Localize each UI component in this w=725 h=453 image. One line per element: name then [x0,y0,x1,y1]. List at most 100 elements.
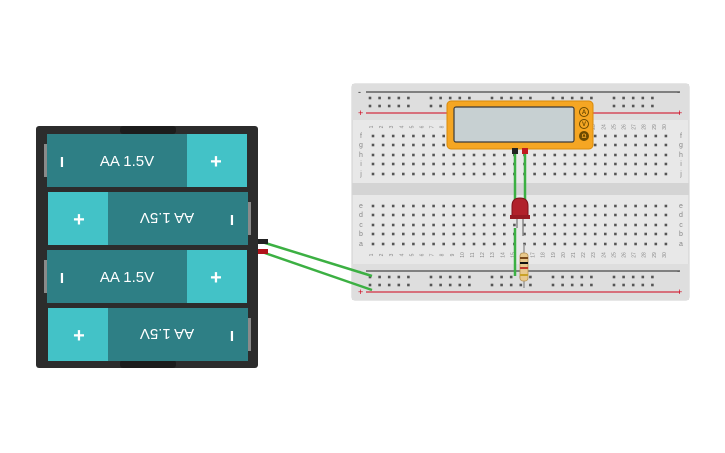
breadboard-hole[interactable] [553,213,557,217]
breadboard-hole[interactable] [612,96,616,100]
breadboard-hole[interactable] [583,242,587,246]
breadboard-hole[interactable] [624,213,627,217]
breadboard-hole[interactable] [492,223,496,227]
breadboard-hole[interactable] [654,153,658,157]
breadboard-hole[interactable] [407,104,410,108]
breadboard-hole[interactable] [472,242,476,246]
breadboard-hole[interactable] [664,204,668,208]
breadboard-hole[interactable] [563,213,567,217]
breadboard-hole[interactable] [561,283,564,287]
breadboard-hole[interactable] [412,242,415,246]
breadboard-hole[interactable] [614,162,617,166]
breadboard-hole[interactable] [533,232,536,236]
breadboard-hole[interactable] [563,223,567,227]
breadboard-hole[interactable] [439,104,442,108]
breadboard-hole[interactable] [462,213,466,217]
breadboard-hole[interactable] [482,242,486,246]
breadboard-hole[interactable] [641,275,645,279]
breadboard-hole[interactable] [593,242,597,246]
breadboard-hole[interactable] [553,153,557,157]
breadboard-hole[interactable] [422,204,425,208]
breadboard-hole[interactable] [368,275,372,279]
breadboard-hole[interactable] [490,275,494,279]
breadboard-hole[interactable] [492,213,496,217]
breadboard-hole[interactable] [490,96,494,100]
breadboard-hole[interactable] [634,232,637,236]
breadboard-hole[interactable] [371,242,375,246]
breadboard-hole[interactable] [422,223,425,227]
breadboard-hole[interactable] [412,134,415,138]
breadboard-hole[interactable] [422,232,425,236]
breadboard-hole[interactable] [634,223,637,227]
breadboard-hole[interactable] [381,143,385,147]
breadboard-hole[interactable] [407,96,410,100]
breadboard-hole[interactable] [412,213,415,217]
breadboard-hole[interactable] [604,134,607,138]
breadboard-hole[interactable] [391,232,395,236]
breadboard-hole[interactable] [622,275,625,279]
breadboard-hole[interactable] [533,242,536,246]
breadboard-hole[interactable] [664,134,668,138]
breadboard-hole[interactable] [634,162,637,166]
breadboard-hole[interactable] [604,162,607,166]
breadboard-hole[interactable] [561,96,564,100]
breadboard-hole[interactable] [622,96,625,100]
breadboard-hole[interactable] [580,96,584,100]
breadboard-hole[interactable] [533,172,536,176]
breadboard-hole[interactable] [381,162,385,166]
breadboard-hole[interactable] [654,232,658,236]
breadboard-hole[interactable] [634,153,637,157]
breadboard-hole[interactable] [523,232,526,236]
breadboard-hole[interactable] [614,153,617,157]
breadboard-hole[interactable] [533,213,536,217]
breadboard-hole[interactable] [622,104,625,108]
battery-cell[interactable]: I AA 1.5V + [44,250,247,303]
breadboard-hole[interactable] [654,172,658,176]
breadboard-hole[interactable] [391,162,395,166]
breadboard-hole[interactable] [543,223,546,227]
breadboard-hole[interactable] [422,153,425,157]
breadboard-hole[interactable] [452,162,456,166]
breadboard-hole[interactable] [371,204,375,208]
breadboard-hole[interactable] [543,172,546,176]
breadboard-hole[interactable] [429,96,433,100]
breadboard-hole[interactable] [391,143,395,147]
breadboard-hole[interactable] [614,143,617,147]
breadboard-hole[interactable] [654,204,658,208]
breadboard-hole[interactable] [439,283,442,287]
breadboard-hole[interactable] [604,242,607,246]
breadboard-hole[interactable] [381,242,385,246]
breadboard-hole[interactable] [664,223,668,227]
breadboard-hole[interactable] [644,232,647,236]
breadboard-hole[interactable] [391,213,395,217]
breadboard-hole[interactable] [452,204,456,208]
breadboard-hole[interactable] [664,242,668,246]
breadboard-hole[interactable] [651,96,654,100]
breadboard-hole[interactable] [442,172,445,176]
breadboard-hole[interactable] [533,162,536,166]
breadboard-hole[interactable] [604,172,607,176]
breadboard-hole[interactable] [458,275,462,279]
breadboard-hole[interactable] [412,232,415,236]
wires[interactable] [261,152,527,292]
breadboard-hole[interactable] [604,143,607,147]
breadboard-hole[interactable] [570,275,574,279]
breadboard-hole[interactable] [612,104,616,108]
breadboard-hole[interactable] [368,96,372,100]
breadboard-hole[interactable] [422,162,425,166]
breadboard-hole[interactable] [368,283,372,287]
breadboard-hole[interactable] [622,283,625,287]
breadboard-hole[interactable] [429,104,433,108]
battery-pack[interactable]: I AA 1.5V + + AA 1.5V I I AA 1.5V + + [36,126,268,368]
breadboard-hole[interactable] [482,204,486,208]
breadboard-hole[interactable] [371,143,375,147]
breadboard-hole[interactable] [472,172,476,176]
breadboard-hole[interactable] [381,204,385,208]
breadboard-hole[interactable] [529,275,532,279]
breadboard-hole[interactable] [644,204,647,208]
breadboard-hole[interactable] [402,143,405,147]
breadboard-hole[interactable] [442,134,445,138]
breadboard-hole[interactable] [644,223,647,227]
breadboard-hole[interactable] [614,242,617,246]
breadboard-hole[interactable] [452,172,456,176]
